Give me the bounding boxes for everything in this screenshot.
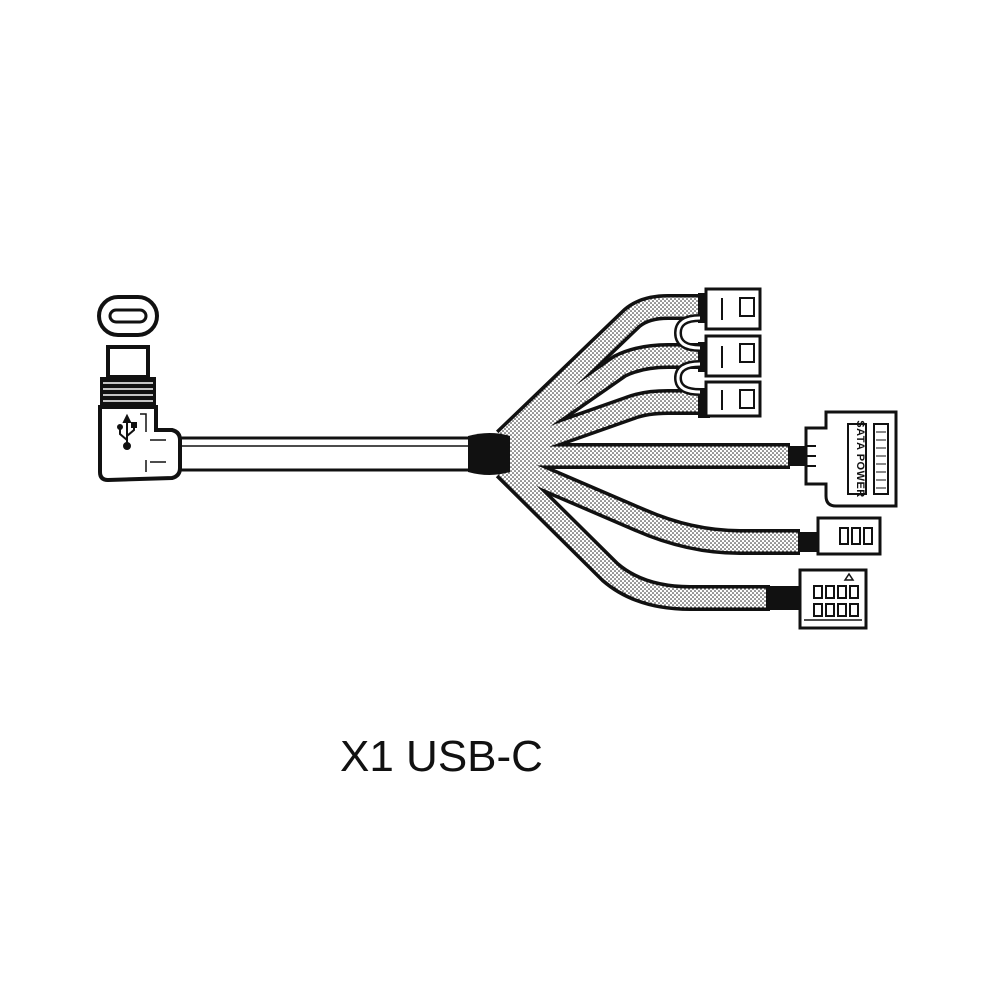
branch-4pin-mid (499, 346, 700, 454)
branch-4pin-low (501, 392, 700, 461)
usb-icon (117, 413, 137, 450)
splitter-sleeve (468, 433, 510, 475)
usb-c-port-face (97, 295, 159, 337)
fan-3pin-connector (798, 516, 882, 556)
fan-connector-stack (673, 287, 762, 418)
sleeved-branches (495, 294, 800, 611)
branch-4pin-top (498, 297, 700, 447)
branch-3pin (501, 453, 800, 552)
branch-9pin (498, 461, 770, 608)
product-caption: X1 USB-C (340, 732, 543, 781)
usb-header-connector (766, 568, 868, 630)
sata-power-connector: SATA POWER (788, 410, 898, 508)
sata-label: SATA POWER (854, 420, 866, 498)
main-cable (168, 436, 477, 472)
usb-c-plug (98, 345, 182, 483)
